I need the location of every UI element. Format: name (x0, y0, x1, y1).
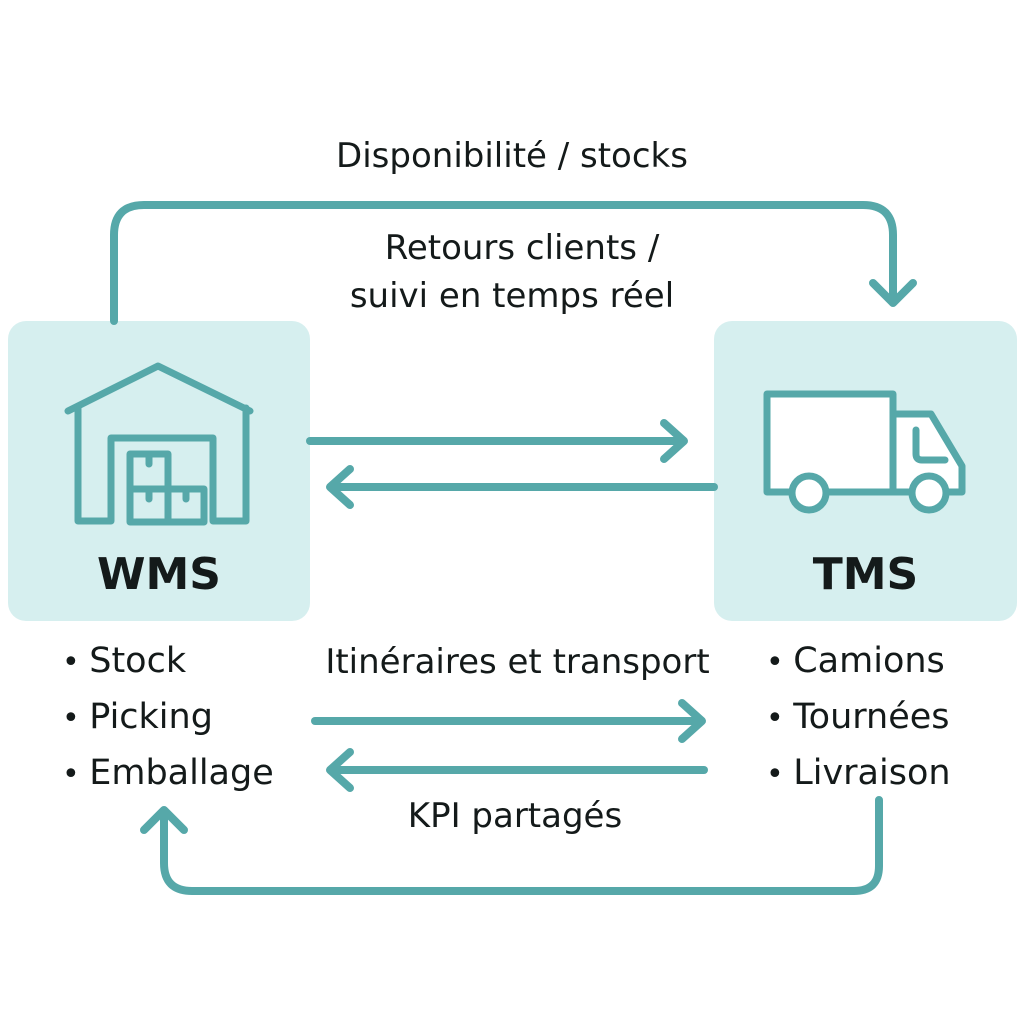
flow-label-lower-top: Itinéraires et transport (325, 642, 710, 682)
tms-feature-list: Camions Tournées Livraison (766, 634, 951, 802)
flow-label-lower-bottom: KPI partagés (407, 796, 623, 836)
flow-label-middle-line1: Retours clients / (384, 228, 660, 268)
arrowhead-down-top (869, 279, 917, 307)
flow-label-middle-line2: suivi en temps réel (349, 276, 675, 316)
flow-label-top: Disponibilité / stocks (336, 136, 688, 176)
list-item: Picking (62, 690, 274, 746)
list-item: Emballage (62, 746, 274, 802)
flow-arrow-bottom (160, 796, 883, 895)
list-item: Tournées (766, 690, 951, 746)
arrowhead-left-lower (326, 748, 354, 792)
list-item: Camions (766, 634, 951, 690)
truck-icon (763, 390, 966, 514)
tms-label: TMS (812, 549, 919, 600)
arrowhead-right-middle (660, 419, 688, 463)
list-item: Stock (62, 634, 274, 690)
wms-label: WMS (96, 549, 221, 600)
flow-arrow-top (110, 201, 897, 325)
wms-feature-list: Stock Picking Emballage (62, 634, 274, 802)
arrowhead-left-middle (326, 465, 354, 509)
arrowhead-up-bottom (140, 806, 188, 834)
list-item: Livraison (766, 746, 950, 802)
tms-box: TMS (714, 321, 1017, 621)
arrowhead-right-lower (678, 699, 706, 743)
warehouse-icon (64, 362, 254, 526)
wms-box: WMS (8, 321, 310, 621)
